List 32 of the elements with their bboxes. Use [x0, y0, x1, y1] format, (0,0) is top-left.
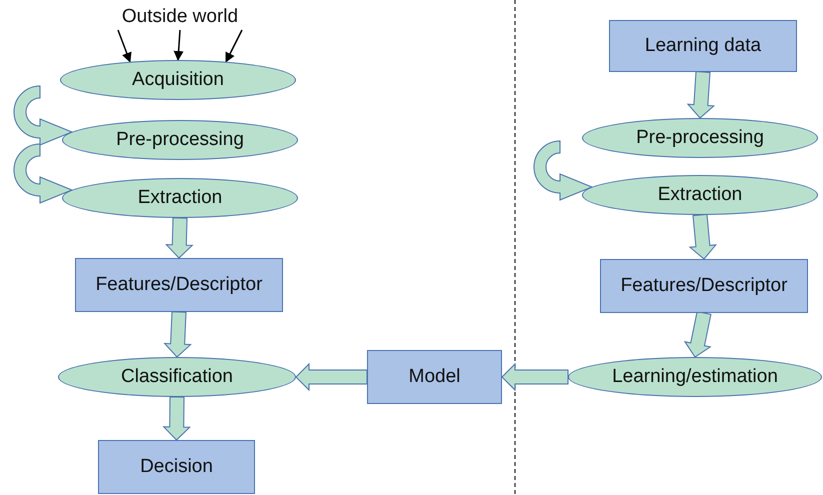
block-arrow — [688, 214, 717, 260]
block-arrow — [686, 70, 716, 119]
node-label: Extraction — [138, 187, 222, 209]
node-label: Learning data — [644, 35, 762, 57]
node-label: Classification — [121, 366, 233, 388]
node-label: Features/Descriptor — [620, 275, 788, 297]
arrow — [117, 30, 132, 63]
node-label: Pre-processing — [116, 129, 244, 151]
curved-block-arrow — [14, 144, 72, 204]
curved-block-arrow — [534, 140, 592, 200]
block-arrow — [165, 217, 194, 259]
node-label: Acquisition — [132, 69, 224, 91]
node-label: Learning/estimation — [612, 366, 778, 388]
node-label: Features/Descriptor — [96, 274, 262, 296]
node-label: Decision — [140, 456, 213, 478]
curved-block-arrow — [14, 86, 72, 146]
arrow — [225, 30, 243, 63]
process-box — [600, 259, 808, 313]
block-arrow — [163, 311, 192, 358]
node-label: Outside world — [122, 6, 238, 28]
block-arrow — [162, 396, 191, 441]
process-box — [75, 258, 283, 312]
block-arrow — [684, 311, 712, 358]
block-arrow — [501, 362, 568, 392]
process-box — [609, 20, 797, 72]
process-box — [367, 350, 502, 404]
node-label: Pre-processing — [636, 127, 764, 149]
block-arrow — [295, 362, 368, 392]
node-label: Model — [408, 366, 460, 388]
process-box — [98, 440, 255, 494]
arrow — [174, 30, 184, 61]
node-label: Extraction — [658, 184, 742, 206]
